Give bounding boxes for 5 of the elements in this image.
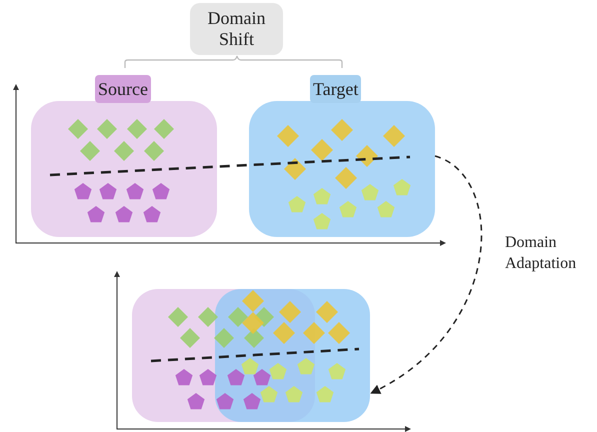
dashed-arrow [370,155,482,394]
cluster-tag: Source [95,75,151,103]
label-box: Domain Shift [190,3,283,55]
edge-label: Domain Adaptation [505,233,578,274]
cluster-tag: Target [310,75,362,103]
